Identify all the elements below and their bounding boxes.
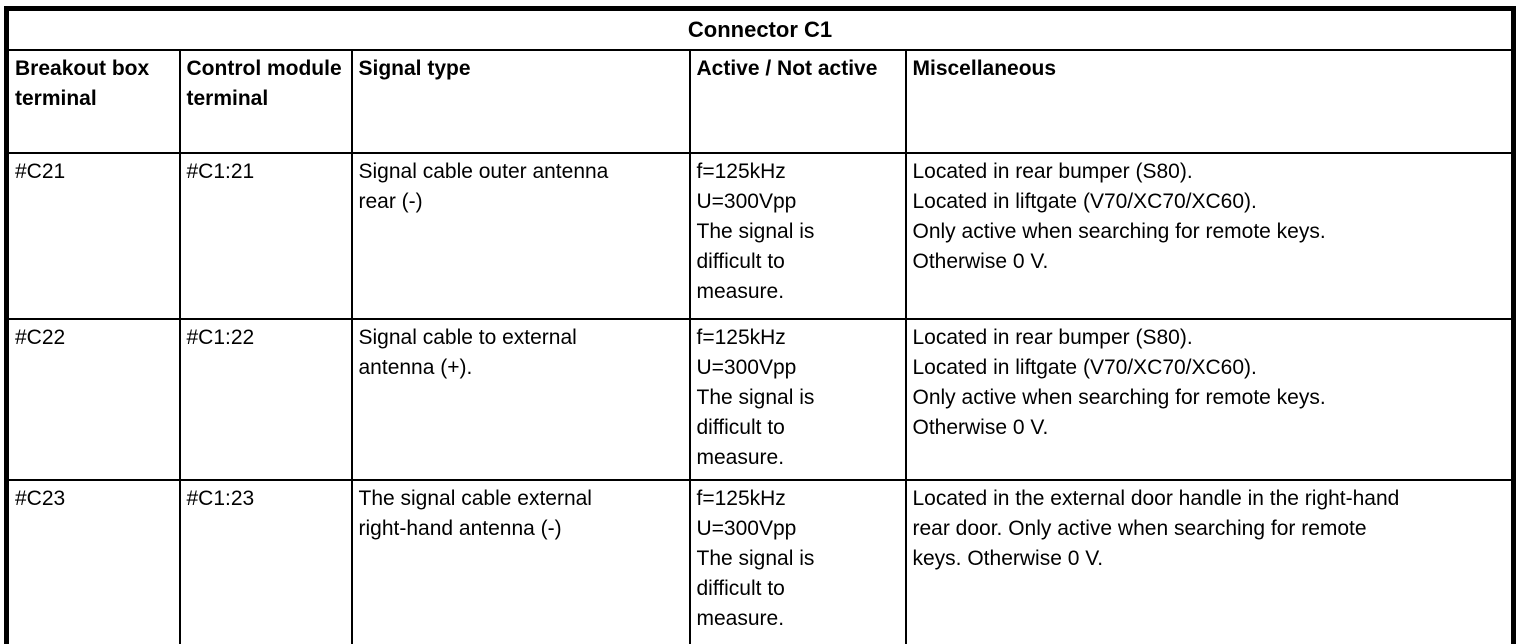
- table-row: #C21 #C1:21 Signal cable outer antenna r…: [5, 152, 1515, 320]
- cell-miscellaneous: Located in the external door handle in t…: [904, 479, 1515, 644]
- cell-module-terminal: #C1:22: [178, 318, 353, 481]
- col-header-control-module-terminal: Control module terminal: [178, 49, 353, 154]
- cell-breakout-terminal: #C21: [5, 152, 181, 320]
- cell-signal-type: Signal cable outer antenna rear (-): [350, 152, 691, 320]
- cell-active: f=125kHz U=300Vpp The signal is difficul…: [688, 318, 907, 481]
- cell-active: f=125kHz U=300Vpp The signal is difficul…: [688, 479, 907, 644]
- table-row: #C22 #C1:22 Signal cable to external ant…: [5, 318, 1515, 481]
- table-title: Connector C1: [5, 7, 1515, 51]
- table-title-row: Connector C1: [5, 7, 1515, 51]
- cell-signal-type: The signal cable external right-hand ant…: [350, 479, 691, 644]
- cell-module-terminal: #C1:23: [178, 479, 353, 644]
- cell-breakout-terminal: #C23: [5, 479, 181, 644]
- table-header-row: Breakout box terminal Control module ter…: [5, 49, 1515, 154]
- cell-miscellaneous: Located in rear bumper (S80). Located in…: [904, 318, 1515, 481]
- cell-breakout-terminal: #C22: [5, 318, 181, 481]
- col-header-breakout-box-terminal: Breakout box terminal: [5, 49, 181, 154]
- col-header-signal-type: Signal type: [350, 49, 691, 154]
- table-row: #C23 #C1:23 The signal cable external ri…: [5, 479, 1515, 644]
- cell-signal-type: Signal cable to external antenna (+).: [350, 318, 691, 481]
- cell-module-terminal: #C1:21: [178, 152, 353, 320]
- cell-miscellaneous: Located in rear bumper (S80). Located in…: [904, 152, 1515, 320]
- col-header-active-not-active: Active / Not active: [688, 49, 907, 154]
- col-header-miscellaneous: Miscellaneous: [904, 49, 1515, 154]
- connector-c1-table: Connector C1 Breakout box terminal Contr…: [4, 6, 1516, 644]
- cell-active: f=125kHz U=300Vpp The signal is difficul…: [688, 152, 907, 320]
